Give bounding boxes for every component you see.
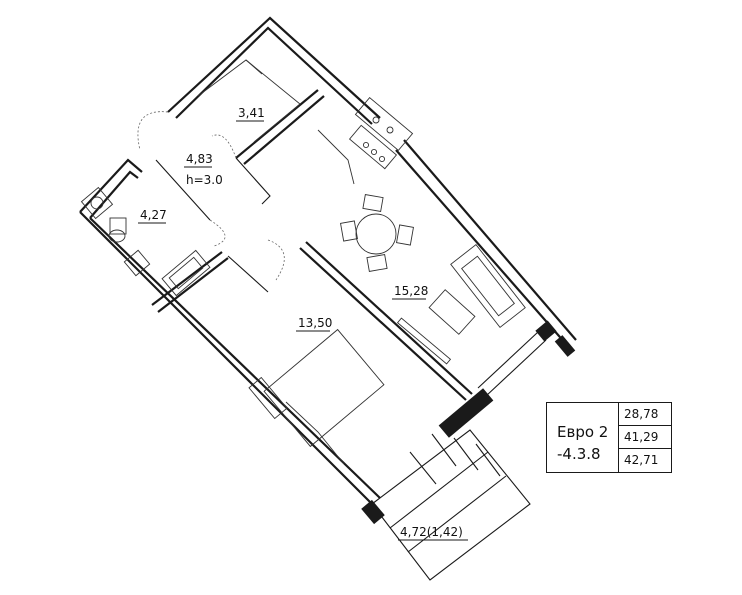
living-area-value: 28,78	[619, 403, 671, 426]
total-area-value: 41,29	[619, 426, 671, 449]
bed	[248, 328, 385, 465]
balcony	[361, 429, 531, 581]
kitchen-living-area-label: 15,28	[394, 284, 428, 298]
hall-height-label: h=3.0	[186, 173, 223, 187]
bathroom-area-label: 4,27	[140, 208, 167, 222]
wardrobe	[197, 59, 301, 143]
sofa	[428, 243, 526, 335]
storage-area-label: 3,41	[238, 106, 265, 120]
legend-areas: 28,78 41,29 42,71	[619, 403, 671, 472]
kitchen-counter	[317, 96, 414, 185]
hall-area-label: 4,83	[186, 152, 213, 166]
balcony-door	[477, 331, 547, 397]
legend-type-cell: Евро 2 -4.3.8	[547, 403, 619, 472]
area-with-balcony-value: 42,71	[624, 453, 659, 467]
apartment-legend: Евро 2 -4.3.8 28,78 41,29 42,71	[546, 402, 672, 473]
balcony-area-label: 4,72(1,42)	[400, 525, 463, 539]
wall-columns	[438, 320, 576, 438]
door-swings	[137, 111, 285, 281]
tv-stand	[396, 317, 452, 365]
exterior-walls	[79, 16, 577, 505]
apartment-code: -4.3.8	[557, 445, 601, 463]
interior-walls	[151, 89, 473, 401]
apartment-type: Евро 2	[557, 423, 609, 441]
bathroom-fixtures	[80, 186, 211, 297]
dining-set	[340, 194, 414, 272]
room-labels: 3,41 4,83 h=3.0 4,27 15,28 13,50 4,72(1,…	[138, 106, 468, 541]
bedroom-area-label: 13,50	[298, 316, 332, 330]
